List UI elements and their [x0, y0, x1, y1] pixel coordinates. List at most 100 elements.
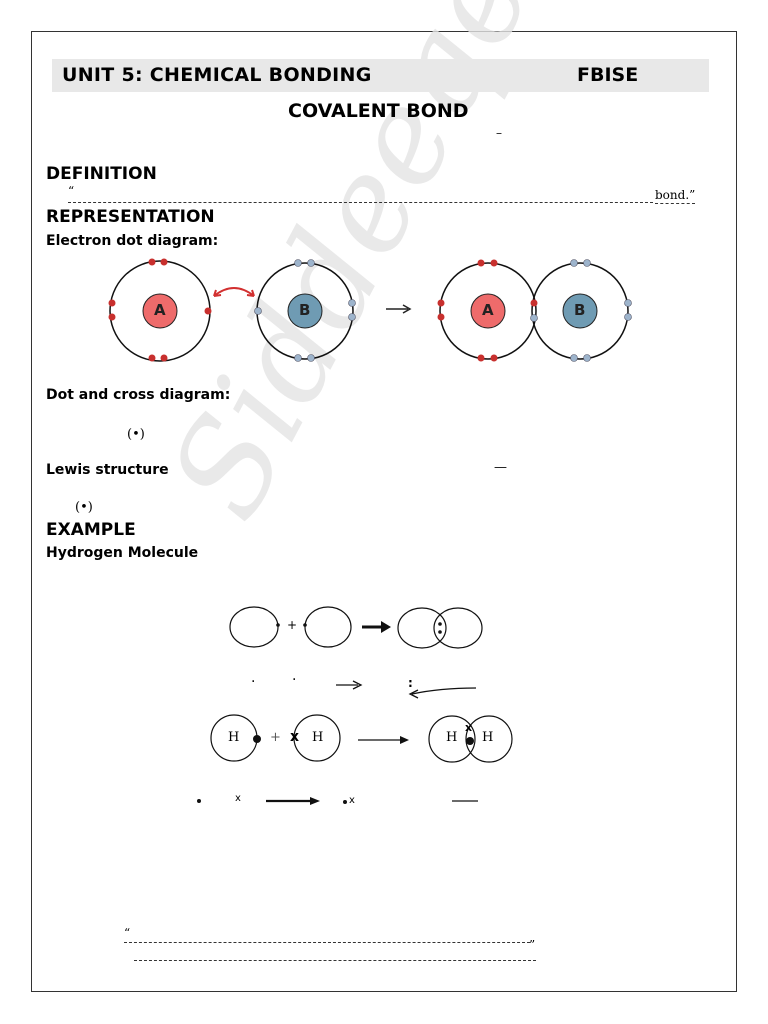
pointer-arrow-head: [408, 689, 419, 699]
electron-dot: [197, 799, 201, 803]
electron-dot: [570, 354, 578, 362]
electron-dot: [438, 630, 442, 634]
atom-b-label: B: [299, 301, 311, 319]
h-label: H: [446, 730, 458, 745]
h-orbital-overlap: [433, 607, 483, 649]
definition-end-underline: [655, 203, 695, 204]
plus-sign: +: [270, 730, 281, 745]
definition-open-quote: “: [68, 184, 75, 198]
electron-dot: [490, 259, 498, 267]
lewis-symbol: (•): [75, 500, 93, 515]
sharing-arrow-head: [213, 289, 222, 297]
electron-dot: [160, 258, 168, 266]
reaction-arrow-head: [402, 304, 412, 314]
definition-blank-line: [68, 202, 653, 203]
reaction-arrow-head: [352, 680, 363, 690]
electron-dot: [254, 307, 262, 315]
electron-dot: [253, 735, 261, 743]
electron-dot: [307, 259, 315, 267]
electron-dot: [437, 313, 445, 321]
atom-b-nucleus: [287, 293, 323, 329]
pointer-arrow: [411, 687, 477, 695]
electron-dot: [294, 354, 302, 362]
h-atom-circle: [428, 715, 476, 763]
electron-dot: [303, 623, 307, 627]
electron-dot: [148, 354, 156, 362]
electron-dot: [204, 307, 212, 315]
sharing-arrow: [213, 287, 255, 297]
electron-dot: [307, 354, 315, 362]
electron-dot: [108, 313, 116, 321]
x-mark: x: [465, 721, 473, 734]
reaction-arrow-head: [310, 797, 320, 805]
footer-blank-line: [124, 942, 530, 943]
electron-dot: [570, 259, 578, 267]
colon-mark: :: [408, 676, 413, 690]
bonded-atom-a-nucleus: [470, 293, 506, 329]
electron-dot-label: Electron dot diagram:: [46, 233, 219, 249]
representation-heading: REPRESENTATION: [46, 207, 215, 227]
electron-dot: [438, 622, 442, 626]
atom-a-nucleus: [142, 293, 178, 329]
electron-dot: [108, 299, 116, 307]
h-orbital: [229, 606, 279, 648]
header-band: [52, 59, 709, 92]
unit-title: UNIT 5: CHEMICAL BONDING: [62, 64, 372, 86]
dot-cross-label: Dot and cross diagram:: [46, 387, 231, 403]
h-orbital-overlap: [397, 607, 447, 649]
electron-dot: [343, 800, 347, 804]
bonded-atom-b-label: B: [574, 301, 586, 319]
lewis-dash: —: [494, 460, 507, 475]
reaction-arrow-head: [381, 621, 391, 633]
h-label: H: [228, 730, 240, 745]
electron-dot: [477, 259, 485, 267]
footer-blank-line: [134, 960, 536, 961]
x-mark: x: [349, 795, 355, 806]
x-mark: x: [235, 793, 241, 804]
electron-dot: [624, 299, 632, 307]
bonded-atom-a-label: A: [482, 301, 494, 319]
electron-dot: [466, 737, 474, 745]
hydrogen-molecule-label: Hydrogen Molecule: [46, 545, 199, 561]
electron-dot: [437, 299, 445, 307]
page-title: COVALENT BOND: [288, 100, 469, 122]
electron-dot: [348, 299, 356, 307]
electron-dot: [477, 354, 485, 362]
mini-dash: –: [496, 126, 502, 140]
atom-a-label: A: [154, 301, 166, 319]
electron-dot: [160, 354, 168, 362]
bonded-atom-b-nucleus: [562, 293, 598, 329]
electron-dot: [490, 354, 498, 362]
dot-cross-symbol: (•): [127, 427, 145, 442]
reaction-arrow-head: [400, 736, 409, 744]
example-heading: EXAMPLE: [46, 520, 136, 540]
lewis-label: Lewis structure: [46, 462, 169, 478]
h-orbital: [304, 606, 352, 648]
electron-dot: [583, 259, 591, 267]
h-label: H: [482, 730, 494, 745]
footer-close-quote: ”: [529, 938, 536, 952]
electron-dot: [530, 299, 538, 307]
small-dot: ·: [251, 674, 256, 690]
board-label: FBISE: [577, 64, 639, 86]
h-label: H: [312, 730, 324, 745]
plus-sign: +: [287, 618, 298, 632]
bonded-atom-b-shell: [531, 262, 629, 360]
electron-dot: [148, 258, 156, 266]
definition-end-text: bond.”: [655, 188, 696, 202]
sharing-arrow-head: [246, 289, 255, 297]
h-atom-circle: [293, 714, 341, 762]
footer-open-quote: “: [124, 926, 131, 940]
h-atom-circle: [465, 715, 513, 763]
small-dot: ·: [292, 672, 297, 688]
definition-heading: DEFINITION: [46, 164, 157, 184]
electron-dot: [276, 623, 280, 627]
electron-dot: [530, 314, 538, 322]
electron-dot: [624, 313, 632, 321]
electron-dot: [583, 354, 591, 362]
bonded-atom-a-shell: [439, 262, 537, 360]
electron-dot: [294, 259, 302, 267]
x-mark: x: [290, 729, 300, 745]
